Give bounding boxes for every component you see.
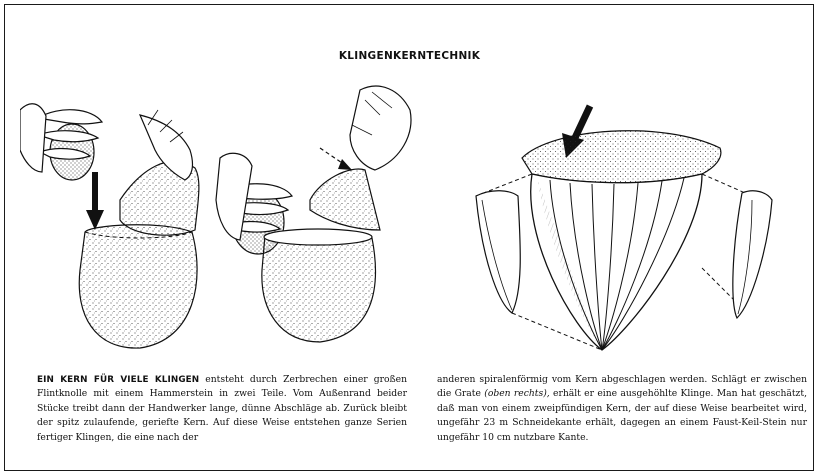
hand-holding-hammerstone-icon <box>20 104 102 180</box>
caption-right-emphasis: (oben rechts), <box>484 388 549 399</box>
flint-splitting-illustration <box>20 80 420 362</box>
flint-nodule-icon <box>20 80 420 362</box>
arrow-down-icon <box>86 172 104 230</box>
blade-core-icon <box>462 88 797 378</box>
caption-left: EIN KERN FÜR VIELE KLINGEN entsteht durc… <box>37 373 407 445</box>
caption-right: anderen spiralenförmig vom Kern abgeschl… <box>437 373 807 445</box>
caption-left-text: EIN KERN FÜR VIELE KLINGEN entsteht durc… <box>37 373 407 445</box>
page-title: KLINGENKERNTECHNIK <box>0 50 819 62</box>
caption-lead: EIN KERN FÜR VIELE KLINGEN <box>37 375 199 385</box>
blade-core-illustration <box>462 88 797 378</box>
caption-right-text: anderen spiralenförmig vom Kern abgeschl… <box>437 373 807 445</box>
